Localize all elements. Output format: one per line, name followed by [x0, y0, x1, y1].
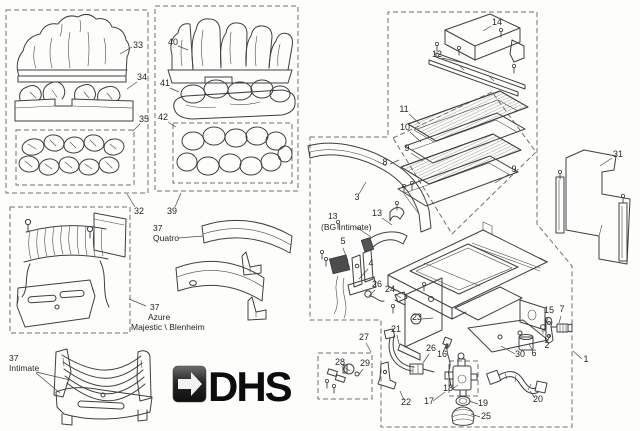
fittings-2-6-7-15-drawing [518, 317, 573, 351]
label-37-quatro-name: Quatro [153, 233, 179, 243]
hood-14-drawing [434, 13, 525, 74]
part-label-17: 17 [424, 396, 434, 406]
part-label-6: 6 [531, 348, 536, 358]
part-label-31: 31 [613, 149, 623, 159]
dhs-logo: DHS [172, 363, 294, 410]
label-37-intimate-name: Intimate [9, 363, 40, 373]
fret-quatro-drawing [175, 219, 293, 321]
pebble-front-41-drawing [173, 79, 296, 120]
azure-fret-box [9, 206, 131, 334]
part-label-14: 14 [492, 17, 502, 27]
part-label-30: 30 [515, 349, 525, 359]
part-label-25: 25 [481, 411, 491, 421]
part-number-callouts: 33 34 35 32 40 41 42 39 14 12 11 10 9 8 … [133, 17, 623, 421]
side-panel-31-drawing [555, 149, 631, 265]
pebbles-42-drawing [176, 126, 293, 176]
right-arrow-icon [178, 372, 202, 396]
part-label-15: 15 [544, 305, 554, 315]
leader-lines [35, 25, 613, 418]
part-label-26a: 26 [372, 279, 382, 289]
label-37-quatro-number: 37 [153, 223, 163, 233]
loose-coals-box-35 [15, 129, 135, 186]
gas-valve-18-drawing [444, 352, 478, 397]
grille-stack-drawing [397, 90, 529, 207]
ring-19-burner-25-drawing [451, 396, 475, 426]
log-set-40-drawing [167, 18, 293, 84]
part-label-33: 33 [133, 40, 143, 50]
part-label-34: 34 [137, 72, 147, 82]
part-label-11: 11 [399, 104, 408, 114]
pilot-assembly-4-5-drawing [319, 249, 377, 319]
part-label-4: 4 [368, 258, 373, 268]
canopy-3-drawing [307, 142, 432, 233]
label-37-azure-name: Azure [148, 312, 170, 322]
part-label-8: 8 [382, 157, 387, 167]
part-label-20: 20 [533, 394, 543, 404]
part-label-39: 39 [167, 206, 177, 216]
named-text-labels: 13 (BG Intimate) 37 Quatro 37 Azure Maje… [9, 211, 372, 373]
part-label-40: 40 [168, 37, 178, 47]
control-knob-box-27 [317, 352, 373, 400]
label-13-bg-intimate-name: (BG Intimate) [321, 222, 372, 232]
arrow-head-16 [444, 343, 449, 349]
part-label-42: 42 [158, 112, 168, 122]
part-label-10: 10 [400, 122, 410, 132]
brackets-13-drawing [360, 200, 408, 253]
part-label-23: 23 [412, 312, 422, 322]
part-label-24: 24 [385, 284, 395, 294]
hose-20-drawing [486, 369, 548, 395]
loose-coals-35-drawing [18, 134, 125, 176]
label-37-intimate-number: 37 [9, 353, 19, 363]
part-label-3: 3 [354, 192, 359, 202]
part-label-9b: 9 [511, 164, 516, 174]
log-set-box-39 [154, 5, 299, 192]
part-label-22: 22 [401, 397, 411, 407]
part-label-26b: 26 [426, 343, 436, 353]
part-label-29: 29 [360, 358, 370, 368]
supply-pipe-21-26-drawing [383, 328, 435, 375]
part-label-32: 32 [134, 206, 144, 216]
part-label-16: 16 [437, 349, 447, 359]
label-13-bg-intimate-number: 13 [328, 211, 338, 221]
part-label-12: 12 [432, 49, 442, 59]
part-label-28: 28 [335, 357, 345, 367]
coal-set-box-32 [5, 9, 149, 194]
coal-front-34-drawing [14, 81, 134, 122]
burner-tray-23-drawing [387, 221, 549, 361]
part-label-41: 41 [160, 78, 170, 88]
part-label-27: 27 [359, 332, 369, 342]
label-37-azure-number: 37 [150, 302, 160, 312]
fret-azure-drawing [16, 212, 127, 328]
part-label-7: 7 [559, 304, 564, 314]
part-label-21: 21 [391, 324, 401, 334]
part-label-2: 2 [544, 340, 549, 350]
part-label-1: 1 [583, 354, 588, 364]
part-label-35: 35 [139, 114, 149, 124]
bracket-22-drawing [377, 361, 397, 390]
part-label-9a: 9 [404, 143, 409, 153]
part-label-19: 19 [478, 398, 488, 408]
part-label-18: 18 [443, 383, 453, 393]
knob-28-29-drawing [324, 363, 360, 394]
rails-12-drawing [428, 45, 526, 97]
part-label-13b: 13 [372, 208, 382, 218]
coal-top-33-drawing [16, 13, 130, 83]
main-assembly-box-1 [309, 11, 573, 428]
label-37-azure-variants: Majestic \ Blenheim [131, 322, 205, 332]
part-label-5: 5 [340, 236, 345, 246]
dhs-logo-text: DHS [208, 363, 292, 410]
fret-intimate-drawing [53, 348, 153, 426]
